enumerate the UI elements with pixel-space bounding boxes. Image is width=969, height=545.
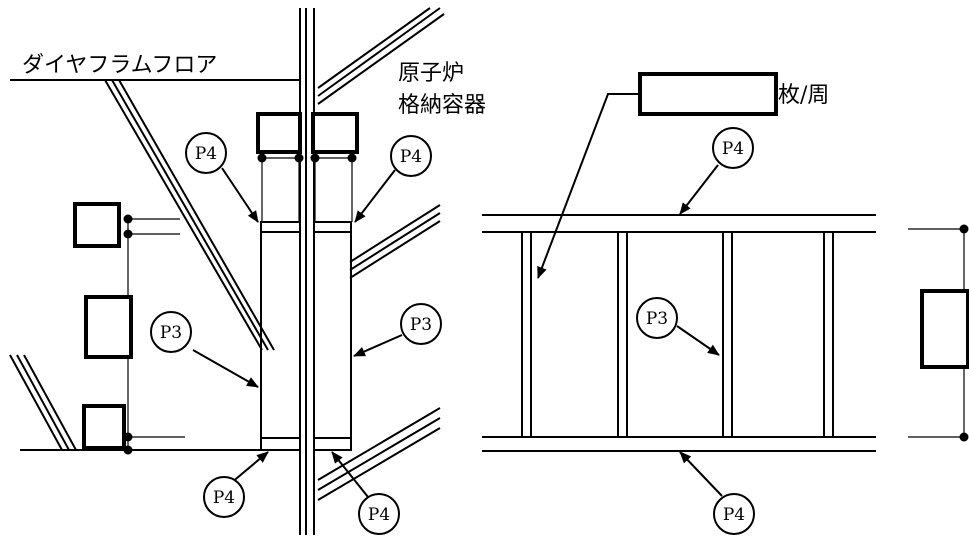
callout-p4-bottom: P4 bbox=[713, 493, 755, 535]
redacted-box-plate-count bbox=[638, 72, 778, 116]
svg-text:P3: P3 bbox=[160, 323, 182, 343]
vessel-wall bbox=[299, 8, 315, 535]
callout-p3-left: P3 bbox=[150, 311, 192, 353]
callout-p3-right: P3 bbox=[400, 303, 442, 345]
vertical-plates bbox=[521, 232, 834, 437]
diagonal-brace-right-low bbox=[317, 407, 441, 501]
callout-p4-top: P4 bbox=[712, 127, 754, 169]
label-vessel-line2: 格納容器 bbox=[398, 93, 486, 118]
redacted-box-left-3 bbox=[82, 404, 126, 450]
redacted-box-left-2 bbox=[84, 295, 133, 359]
label-vessel-line1: 原子炉 bbox=[398, 61, 464, 86]
arrow-p4-bottom-left bbox=[230, 451, 269, 484]
arrow-p3-center bbox=[676, 325, 720, 356]
diagonal-brace-lower-left bbox=[9, 354, 77, 451]
callout-p4-top-right: P4 bbox=[390, 135, 432, 177]
arrow-p4-bottom bbox=[679, 451, 723, 497]
callout-p4-top-left: P4 bbox=[185, 132, 227, 174]
callout-p4-bottom-right: P4 bbox=[358, 493, 400, 535]
seal-part-left bbox=[260, 158, 301, 451]
callout-p3-center: P3 bbox=[636, 297, 678, 339]
elevation-view: 枚/周 P4 P3 P4 bbox=[482, 72, 969, 535]
diagonal-brace-left bbox=[104, 79, 275, 351]
arrow-p4-top-right bbox=[354, 169, 396, 223]
redacted-box-left-1 bbox=[73, 202, 121, 248]
redacted-box-height bbox=[920, 289, 969, 369]
arrow-p4-bottom-right bbox=[331, 451, 369, 498]
svg-text:P4: P4 bbox=[400, 147, 422, 167]
svg-text:P4: P4 bbox=[213, 488, 235, 508]
arrow-p3-right bbox=[353, 334, 403, 357]
svg-text:P4: P4 bbox=[195, 144, 217, 164]
svg-text:P4: P4 bbox=[723, 505, 745, 525]
svg-text:P4: P4 bbox=[368, 505, 390, 525]
arrow-p4-top-left bbox=[221, 167, 259, 223]
label-diaphragm-floor: ダイヤフラムフロア bbox=[22, 53, 217, 78]
section-view: P4 P4 P3 P3 P4 P4 ダイヤフラムフロア 原子炉 格納容器 bbox=[9, 7, 486, 535]
redacted-box-top-left bbox=[256, 112, 302, 154]
label-unit: 枚/周 bbox=[778, 83, 829, 108]
arrow-plate-count bbox=[537, 93, 640, 279]
seal-part-right bbox=[313, 158, 353, 451]
svg-text:P4: P4 bbox=[722, 139, 744, 159]
redacted-box-top-right bbox=[311, 112, 359, 154]
callout-p4-bottom-left: P4 bbox=[203, 476, 245, 518]
diagonal-brace-right-top bbox=[317, 7, 445, 105]
dimension-dots-top bbox=[257, 153, 357, 163]
diagonal-brace-right-mid bbox=[349, 204, 441, 279]
svg-text:P3: P3 bbox=[646, 309, 668, 329]
arrow-p4-top bbox=[679, 164, 719, 215]
svg-text:P3: P3 bbox=[410, 315, 432, 335]
arrow-p3-left bbox=[192, 349, 259, 388]
